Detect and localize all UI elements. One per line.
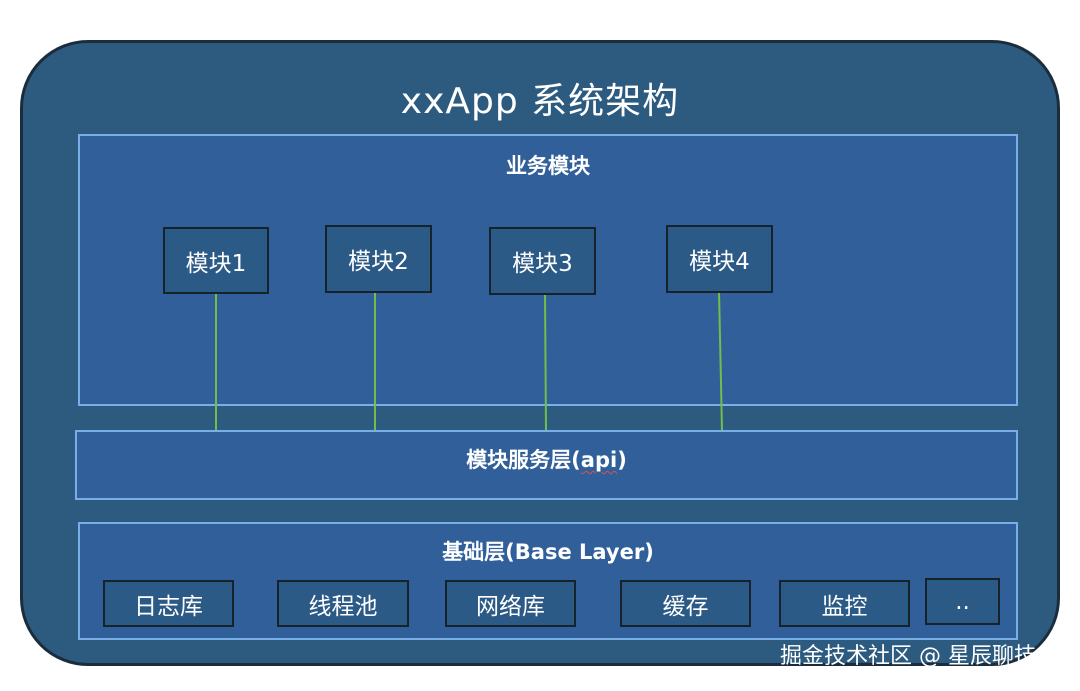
log-library-box: 日志库: [103, 580, 234, 627]
thread-pool-box: 线程池: [277, 580, 409, 627]
module-service-label-api: api: [580, 448, 618, 472]
module-3-link: [544, 292, 547, 431]
module-service-label-suffix: ): [617, 448, 627, 472]
module-service-label: 模块服务层(api): [77, 444, 1016, 474]
more-box: ..: [925, 578, 1000, 625]
business-module-label: 业务模块: [506, 154, 590, 178]
diagram-title: xxApp 系统架构: [400, 81, 680, 122]
network-library-box: 网络库: [445, 580, 576, 627]
base-layer-label: 基础层(Base Layer): [442, 540, 654, 564]
module-4-link: [718, 290, 723, 431]
module-1-box: 模块1: [163, 227, 269, 294]
monitor-box: 监控: [779, 580, 910, 627]
module-3-box: 模块3: [489, 227, 596, 295]
module-service-label-prefix: 模块服务层(: [466, 448, 581, 472]
module-2-box: 模块2: [325, 225, 432, 293]
module-4-box: 模块4: [666, 225, 773, 293]
watermark: 掘金技术社区 @ 星辰聊技术: [780, 644, 1058, 669]
module-service-section: 模块服务层(api): [75, 430, 1018, 500]
cache-box: 缓存: [620, 580, 751, 627]
